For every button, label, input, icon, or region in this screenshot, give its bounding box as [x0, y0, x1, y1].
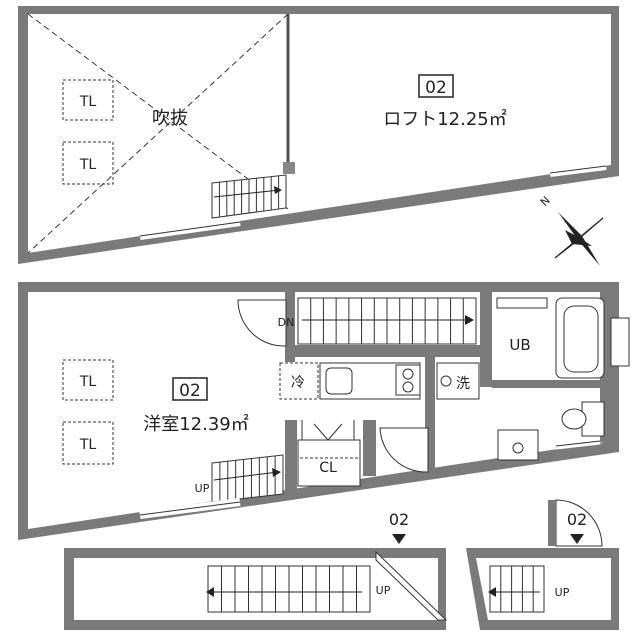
fridge-space [279, 362, 319, 400]
loft-interior [28, 14, 611, 253]
main-tl-label-2: TL [79, 437, 97, 453]
lower-left-stair-block: UP 02 [64, 510, 448, 630]
hand-basin [497, 429, 539, 461]
closet [297, 439, 361, 487]
entry-arrow-icon-2 [570, 534, 584, 544]
loft-tl-box-2 [62, 141, 114, 185]
washer-space [436, 362, 480, 400]
lower-right-unit-label: 02 [567, 510, 587, 529]
main-unit-label: 02 [179, 381, 201, 401]
void-diagonal-1 [27, 13, 289, 210]
stair-wall-left [285, 292, 295, 362]
washer-drain-icon [440, 375, 452, 387]
closet-doors [301, 420, 355, 441]
void-diagonal-2 [27, 13, 289, 254]
compass: N [538, 194, 604, 266]
loft-floor: TL TL 吹抜 02 ロフト12.25㎡ [18, 6, 619, 264]
bathtub [555, 297, 605, 379]
closet-wall-left [285, 420, 297, 492]
lower-left-up-label: UP [376, 584, 391, 597]
toilet-window [555, 440, 601, 447]
closet-label: CL [319, 460, 337, 476]
loft-window-right-frame [549, 165, 607, 174]
bath-wall-bottom [492, 380, 611, 388]
loft-room-label: ロフト12.25㎡ [383, 108, 507, 130]
bath-label: UB [509, 336, 530, 354]
main-room-label: 洋室12.39㎡ [143, 413, 249, 435]
vanity [496, 297, 548, 309]
loft-window-frame [139, 221, 241, 237]
main-tl-box-1 [62, 359, 114, 401]
fridge-label: 冷 [291, 375, 305, 391]
lower-right-stair-block: UP 02 [466, 499, 619, 630]
burner-icon [402, 368, 414, 380]
closet-wall-right [363, 420, 376, 476]
entry-door-swing [237, 299, 287, 347]
compass-north-label: N [538, 194, 553, 209]
loft-stair [211, 174, 287, 219]
kitchen-sink [325, 367, 353, 395]
corridor-wall [425, 357, 435, 477]
loft-unit-label: 02 [425, 78, 447, 98]
stair-wall-bottom [295, 345, 485, 357]
main-floor: DN UB 冷 洗 [18, 282, 630, 540]
loft-column [283, 162, 295, 174]
burner-icon-2 [402, 381, 414, 393]
loft-tl-label-2: TL [79, 157, 97, 173]
lower-right-door-swing [555, 499, 603, 547]
loft-tl-label-1: TL [79, 94, 97, 110]
lower-right-up-label: UP [555, 586, 570, 599]
main-stair-up [211, 454, 284, 503]
lower-left-unit-label: 02 [389, 510, 409, 529]
stove [395, 364, 421, 396]
bath-wall-left [480, 292, 492, 387]
washer-label: 洗 [456, 376, 470, 392]
main-stair-down [297, 297, 477, 345]
void-label: 吹抜 [152, 108, 188, 129]
corridor-door-swing [379, 427, 429, 473]
loft-unit-box [418, 74, 454, 98]
bathtub-inner [563, 305, 599, 373]
stair-up-label: UP [195, 482, 210, 495]
main-unit-box [172, 377, 208, 401]
main-tl-label-1: TL [79, 374, 97, 390]
main-tl-box-2 [62, 421, 114, 465]
right-wall-thick [600, 292, 611, 442]
loft-tl-box-1 [62, 79, 114, 121]
toilet-bowl [561, 408, 587, 430]
main-window [139, 501, 241, 516]
bath-window [610, 317, 630, 367]
north-arrow-icon [558, 212, 582, 240]
entry-arrow-icon [392, 534, 406, 544]
stair-dn-label: DN [278, 316, 295, 329]
